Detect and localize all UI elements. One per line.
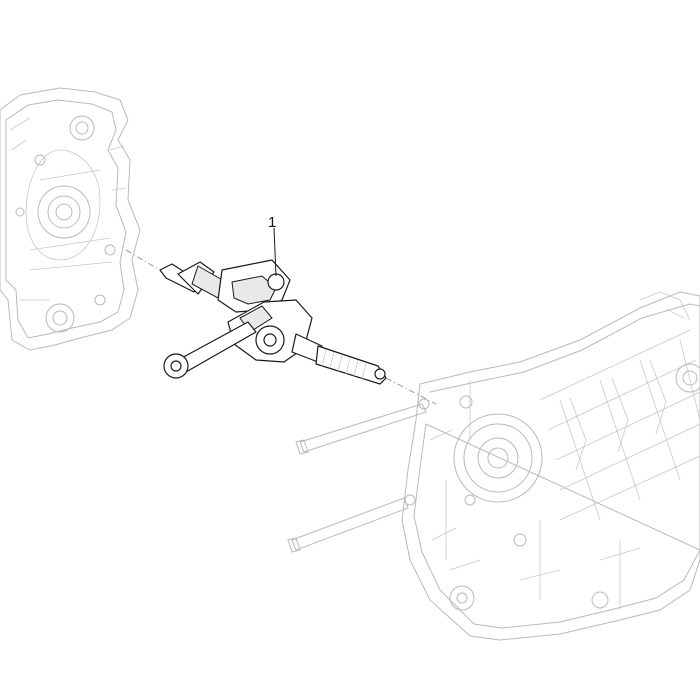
callout-label: 1 xyxy=(268,214,277,231)
callout-leader-line xyxy=(273,227,277,277)
assembly-axis-right xyxy=(385,377,437,405)
right-crankcase-half xyxy=(401,291,700,641)
left-crankcase-half xyxy=(0,87,141,351)
crankshaft-icon xyxy=(159,259,387,385)
crankcase-studs xyxy=(287,403,427,553)
